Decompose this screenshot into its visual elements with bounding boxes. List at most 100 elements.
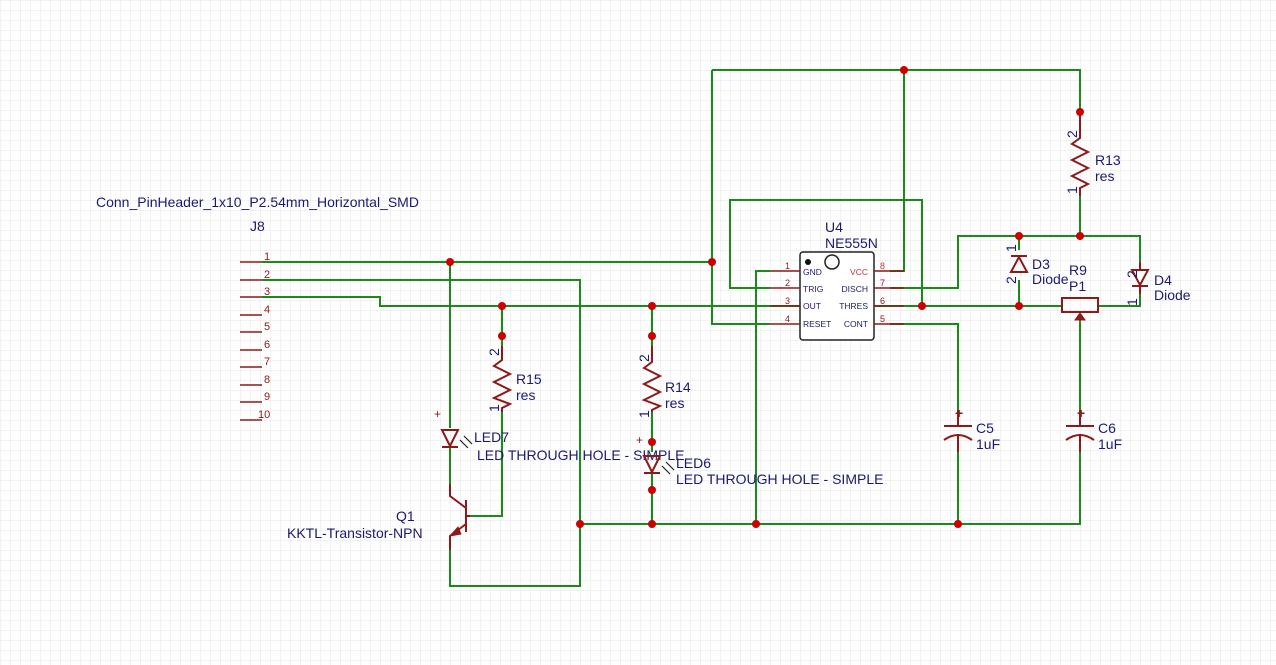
j8-pin-number: 10 <box>258 409 270 421</box>
u4-pin-number: 1 <box>785 261 790 271</box>
junction-dot[interactable] <box>648 486 656 494</box>
junction-dot[interactable] <box>446 258 454 266</box>
junction-dot[interactable] <box>900 66 908 74</box>
junction-dot[interactable] <box>954 520 962 528</box>
u4-pin-number: 7 <box>880 278 885 288</box>
r9-ref-label: R9 <box>1069 262 1087 278</box>
u4-pin-name: OUT <box>803 301 821 311</box>
led6-light-arrow-icon <box>665 461 675 471</box>
junction-dot[interactable] <box>576 520 584 528</box>
transistor-q1[interactable]: Q1 KKTL-Transistor-NPN <box>287 484 470 550</box>
capacitor-c5[interactable]: + C5 1uF <box>943 405 1000 452</box>
wire-gnd-pin[interactable] <box>755 270 770 524</box>
r13-ref-label: R13 <box>1095 152 1121 168</box>
resistor-r13[interactable]: 2 1 R13 res <box>1064 112 1121 196</box>
r14-zigzag <box>641 346 663 412</box>
d3-ref-label: D3 <box>1032 256 1050 272</box>
led6-plus-sign: + <box>636 433 643 447</box>
led6-triangle <box>642 455 662 475</box>
led7-plus-sign: + <box>434 407 441 421</box>
wire-disch[interactable] <box>890 235 1141 289</box>
led7-triangle <box>440 429 460 449</box>
d4-pin-bottom: 1 <box>1124 298 1140 306</box>
d4-value-label: Diode <box>1154 287 1191 303</box>
u4-ref-label: U4 <box>825 219 843 235</box>
resistor-r15[interactable]: 2 1 R15 res <box>486 346 542 412</box>
wire-j8-pin2[interactable] <box>262 279 581 587</box>
led-led7[interactable]: + LED7 LED THROUGH HOLE - SIMPLE <box>434 407 684 463</box>
j8-pin-number: 4 <box>264 304 270 316</box>
junction-dot[interactable] <box>1015 302 1023 310</box>
u4-body[interactable] <box>799 251 875 341</box>
j8-pin-number: 1 <box>264 251 270 263</box>
j8-footprint-label: Conn_PinHeader_1x10_P2.54mm_Horizontal_S… <box>96 194 419 210</box>
r9-wiper-arrow <box>1074 312 1086 321</box>
junction-dot[interactable] <box>648 302 656 310</box>
ic-u4[interactable]: U4 NE555N 1 2 3 4 GND TRIG OUT RESET VCC… <box>770 219 904 341</box>
led7-light-arrow-icon <box>463 435 473 445</box>
led7-value-label: LED THROUGH HOLE - SIMPLE <box>477 447 684 463</box>
u4-pin-name: CONT <box>844 319 868 329</box>
r15-pin-top: 2 <box>486 348 502 356</box>
junction-dot[interactable] <box>498 302 506 310</box>
j8-pin-number: 2 <box>264 269 270 281</box>
u4-pin-number: 5 <box>880 314 885 324</box>
wire-top-loop[interactable] <box>712 69 1081 112</box>
d4-triangle <box>1130 269 1150 288</box>
r15-zigzag <box>491 346 513 412</box>
wire-r15-bottom[interactable] <box>470 412 503 517</box>
led6-light-arrow-icon <box>661 465 671 475</box>
d4-ref-label: D4 <box>1154 272 1172 288</box>
led-led6[interactable]: + LED6 LED THROUGH HOLE - SIMPLE <box>636 433 883 487</box>
potentiometer-r9[interactable]: R9 P1 <box>1061 262 1099 321</box>
junction-dot[interactable] <box>648 520 656 528</box>
r13-pin-bottom: 1 <box>1064 186 1080 194</box>
j8-pin-number: 8 <box>264 374 270 386</box>
junction-dot[interactable] <box>648 438 656 446</box>
resistor-r14[interactable]: 2 1 R14 res <box>636 346 691 418</box>
junction-dot[interactable] <box>498 332 506 340</box>
j8-pin-number: 5 <box>264 321 270 333</box>
q1-emitter-arrow-icon <box>448 526 462 537</box>
u4-pin-name: VCC <box>850 267 868 277</box>
junction-dot[interactable] <box>1076 232 1084 240</box>
q1-value-label: KKTL-Transistor-NPN <box>287 525 423 541</box>
led6-ref-label: LED6 <box>676 455 711 471</box>
wire-trig-loop[interactable] <box>729 199 923 306</box>
d3-pin-bottom: 2 <box>1003 276 1019 284</box>
capacitor-c6[interactable]: + C6 1uF <box>1065 405 1122 452</box>
u4-pin-number: 6 <box>880 296 885 306</box>
r13-pin-top: 2 <box>1064 130 1080 138</box>
junction-dot[interactable] <box>1015 232 1023 240</box>
junction-dot[interactable] <box>708 258 716 266</box>
wire-left-vertical[interactable] <box>711 70 770 325</box>
r15-value-label: res <box>516 387 535 403</box>
u4-pin-number: 2 <box>785 278 790 288</box>
junction-dot[interactable] <box>1076 108 1084 116</box>
connector-j8[interactable]: Conn_PinHeader_1x10_P2.54mm_Horizontal_S… <box>96 194 419 421</box>
u4-pin-number: 4 <box>785 314 790 324</box>
q1-ref-label: Q1 <box>396 508 415 524</box>
r15-ref-label: R15 <box>516 371 542 387</box>
c6-ref-label: C6 <box>1098 420 1116 436</box>
u4-pin-number: 8 <box>880 261 885 271</box>
j8-pin-number: 6 <box>264 339 270 351</box>
r14-value-label: res <box>665 395 684 411</box>
r9-body <box>1061 297 1099 313</box>
j8-pin-number: 7 <box>264 356 270 368</box>
diode-d3[interactable]: 1 2 D3 Diode <box>1003 244 1069 287</box>
junction-dot[interactable] <box>918 302 926 310</box>
junction-dot[interactable] <box>752 520 760 528</box>
r13-zigzag <box>1069 112 1091 196</box>
r13-value-label: res <box>1095 168 1114 184</box>
c5-ref-label: C5 <box>976 420 994 436</box>
junction-dot[interactable] <box>648 332 656 340</box>
wire-d4-bottom[interactable] <box>1098 294 1141 307</box>
diode-d4[interactable]: 2 1 D4 Diode <box>1124 262 1191 306</box>
c5-value-label: 1uF <box>976 436 1000 452</box>
wire-ground-bus[interactable] <box>580 452 1081 525</box>
wire-j8-pin3[interactable] <box>262 296 1062 307</box>
wire-cont[interactable] <box>890 323 959 410</box>
